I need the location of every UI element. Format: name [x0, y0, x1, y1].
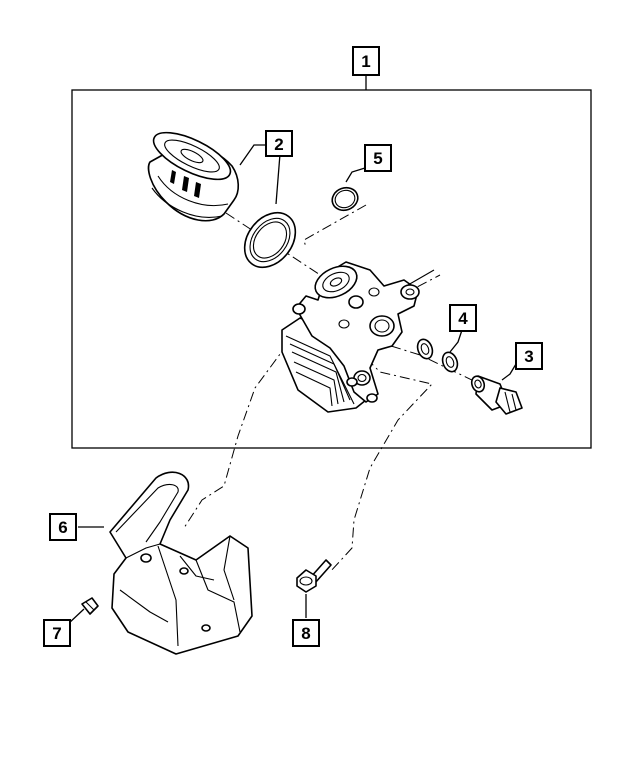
svg-text:4: 4 — [458, 309, 468, 328]
filter-gasket — [243, 211, 297, 269]
callout-1: 1 — [352, 46, 380, 76]
svg-text:7: 7 — [52, 624, 61, 643]
callout-3: 3 — [515, 342, 543, 370]
svg-text:6: 6 — [58, 518, 67, 537]
svg-text:1: 1 — [361, 52, 370, 71]
callout-7: 7 — [43, 619, 71, 647]
svg-text:2: 2 — [274, 135, 283, 154]
callout-4: 4 — [449, 304, 477, 332]
leader-5 — [345, 167, 366, 183]
banjo-bolt — [470, 375, 523, 415]
heat-shield — [109, 471, 253, 655]
svg-text:5: 5 — [373, 149, 382, 168]
flange-bolt — [296, 559, 332, 593]
callout-8: 8 — [292, 619, 320, 647]
callout-2: 2 — [265, 130, 293, 157]
svg-text:8: 8 — [301, 624, 310, 643]
leader-3 — [501, 363, 517, 381]
o-ring-top — [331, 186, 359, 212]
sealing-washers — [416, 338, 459, 373]
oil-filter-housing — [281, 261, 435, 413]
callout-6: 6 — [49, 513, 77, 541]
assembly-frame — [71, 89, 592, 449]
leader-2-gasket — [275, 153, 281, 205]
callout-5: 5 — [364, 144, 392, 172]
svg-text:3: 3 — [524, 347, 533, 366]
leader-2-filter — [239, 144, 266, 166]
leader-4 — [449, 329, 463, 353]
shield-screw — [81, 597, 99, 615]
oil-filter — [147, 131, 240, 222]
